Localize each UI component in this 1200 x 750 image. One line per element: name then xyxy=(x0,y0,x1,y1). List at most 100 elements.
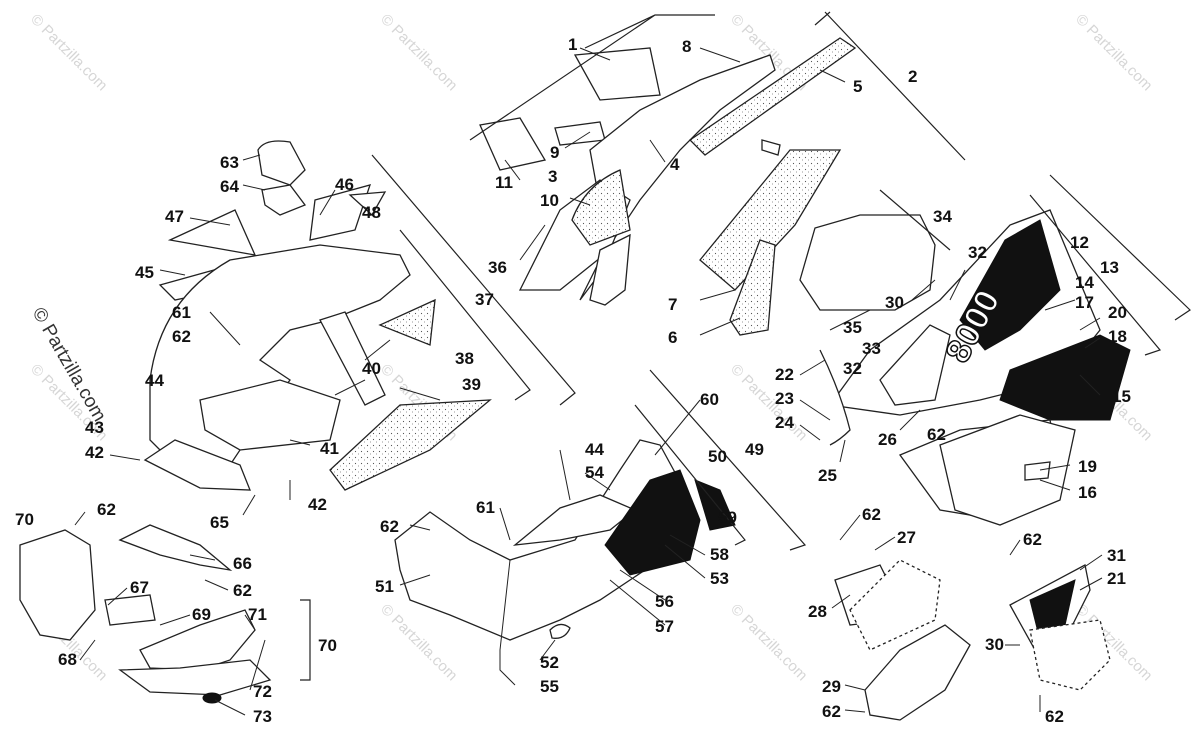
leader-line xyxy=(609,579,666,626)
callout-3: 3 xyxy=(548,167,557,186)
callout-9: 9 xyxy=(550,143,559,162)
leader-line xyxy=(189,217,231,226)
callout-22: 22 xyxy=(775,365,794,384)
leader-line xyxy=(214,699,246,716)
leader-line xyxy=(1084,337,1101,349)
callout-62c: 62 xyxy=(97,500,116,519)
plug-part xyxy=(549,623,571,639)
callout-28: 28 xyxy=(808,602,827,621)
callout-62i: 62 xyxy=(1045,707,1064,726)
leader-line xyxy=(949,269,966,301)
bracket-box-part xyxy=(104,594,156,626)
leader-line xyxy=(1079,374,1101,396)
side-vent-outline-part xyxy=(1029,619,1111,691)
leader-line xyxy=(364,339,391,361)
callout-23: 23 xyxy=(775,389,794,408)
leader-line xyxy=(361,205,371,211)
callout-40: 40 xyxy=(362,359,381,378)
leader-line xyxy=(559,449,571,501)
leader-line xyxy=(831,594,851,609)
callout-62h: 62 xyxy=(822,702,841,721)
callout-42b: 42 xyxy=(308,495,327,514)
bracket-lines xyxy=(300,11,1191,681)
callout-14: 14 xyxy=(1075,273,1094,292)
leader-line xyxy=(159,614,191,626)
belly-stripe-part xyxy=(694,479,736,531)
callout-30a: 30 xyxy=(885,293,904,312)
leader-line xyxy=(569,197,591,206)
bracket-13 xyxy=(1029,194,1162,356)
callout-49: 49 xyxy=(745,440,764,459)
leader-line xyxy=(519,224,546,261)
watermark-text: © Partzilla.com xyxy=(1072,11,1155,94)
callout-51: 51 xyxy=(375,577,394,596)
visor-strip-part xyxy=(479,117,547,171)
callout-61a: 61 xyxy=(172,303,191,322)
bracket-34 xyxy=(879,189,951,251)
callout-39: 39 xyxy=(462,375,481,394)
leader-line xyxy=(579,47,611,61)
leader-line xyxy=(334,379,366,396)
leader-line xyxy=(1044,299,1076,311)
callout-60: 60 xyxy=(700,390,719,409)
callout-57: 57 xyxy=(655,617,674,636)
foam-triangle-part xyxy=(378,298,436,346)
callout-5: 5 xyxy=(853,77,862,96)
side-lower-dark-part xyxy=(999,334,1131,421)
leader-line xyxy=(649,139,666,163)
leader-line xyxy=(1009,539,1021,556)
leader-line xyxy=(242,494,256,516)
kick-panel-part xyxy=(19,529,96,641)
callout-15: 15 xyxy=(1112,387,1131,406)
leader-line xyxy=(189,554,216,561)
callout-62d: 62 xyxy=(380,517,399,536)
callout-70b: 70 xyxy=(318,636,337,655)
callout-52: 52 xyxy=(540,653,559,672)
callout-47: 47 xyxy=(165,207,184,226)
callout-31: 31 xyxy=(1107,546,1126,565)
callout-68: 68 xyxy=(58,650,77,669)
vent-tab-part xyxy=(1024,461,1051,481)
callout-50: 50 xyxy=(708,447,727,466)
leader-line xyxy=(874,536,896,551)
callout-10: 10 xyxy=(540,191,559,210)
console-bracket-part xyxy=(319,311,386,406)
hood-group xyxy=(479,37,857,336)
leader-line xyxy=(1079,317,1101,331)
console-group xyxy=(143,140,492,491)
callout-41: 41 xyxy=(320,439,339,458)
leader-line xyxy=(664,544,706,579)
callout-26: 26 xyxy=(878,430,897,449)
bracket-36 xyxy=(371,154,576,406)
callout-30b: 30 xyxy=(985,635,1004,654)
bracket-50 xyxy=(634,404,746,546)
belly-pan-group xyxy=(394,439,736,641)
leader-line xyxy=(699,289,736,301)
callout-19: 19 xyxy=(1078,457,1097,476)
callout-56: 56 xyxy=(655,592,674,611)
callout-18: 18 xyxy=(1108,327,1127,346)
callout-16: 16 xyxy=(1078,483,1097,502)
bracket-2 xyxy=(814,11,966,161)
leader-line xyxy=(839,439,846,463)
callout-58: 58 xyxy=(710,545,729,564)
callout-17: 17 xyxy=(1075,293,1094,312)
leader-line xyxy=(74,511,86,526)
callout-62b: 62 xyxy=(927,425,946,444)
callout-8: 8 xyxy=(682,37,691,56)
callout-35: 35 xyxy=(843,318,862,337)
callout-43: 43 xyxy=(85,418,104,437)
fastener-part xyxy=(761,139,781,156)
leader-line xyxy=(829,309,871,331)
leader-line xyxy=(619,569,666,601)
hood-stripe-part xyxy=(571,169,631,246)
watermark-text: © Partzilla.com xyxy=(727,361,810,444)
leader-lines xyxy=(74,47,1103,716)
callout-73: 73 xyxy=(253,707,272,726)
callout-62a: 62 xyxy=(172,327,191,346)
callout-32a: 32 xyxy=(968,243,987,262)
callout-67: 67 xyxy=(130,578,149,597)
callout-27: 27 xyxy=(897,528,916,547)
callout-62f: 62 xyxy=(1023,530,1042,549)
leader-line xyxy=(1039,464,1071,471)
